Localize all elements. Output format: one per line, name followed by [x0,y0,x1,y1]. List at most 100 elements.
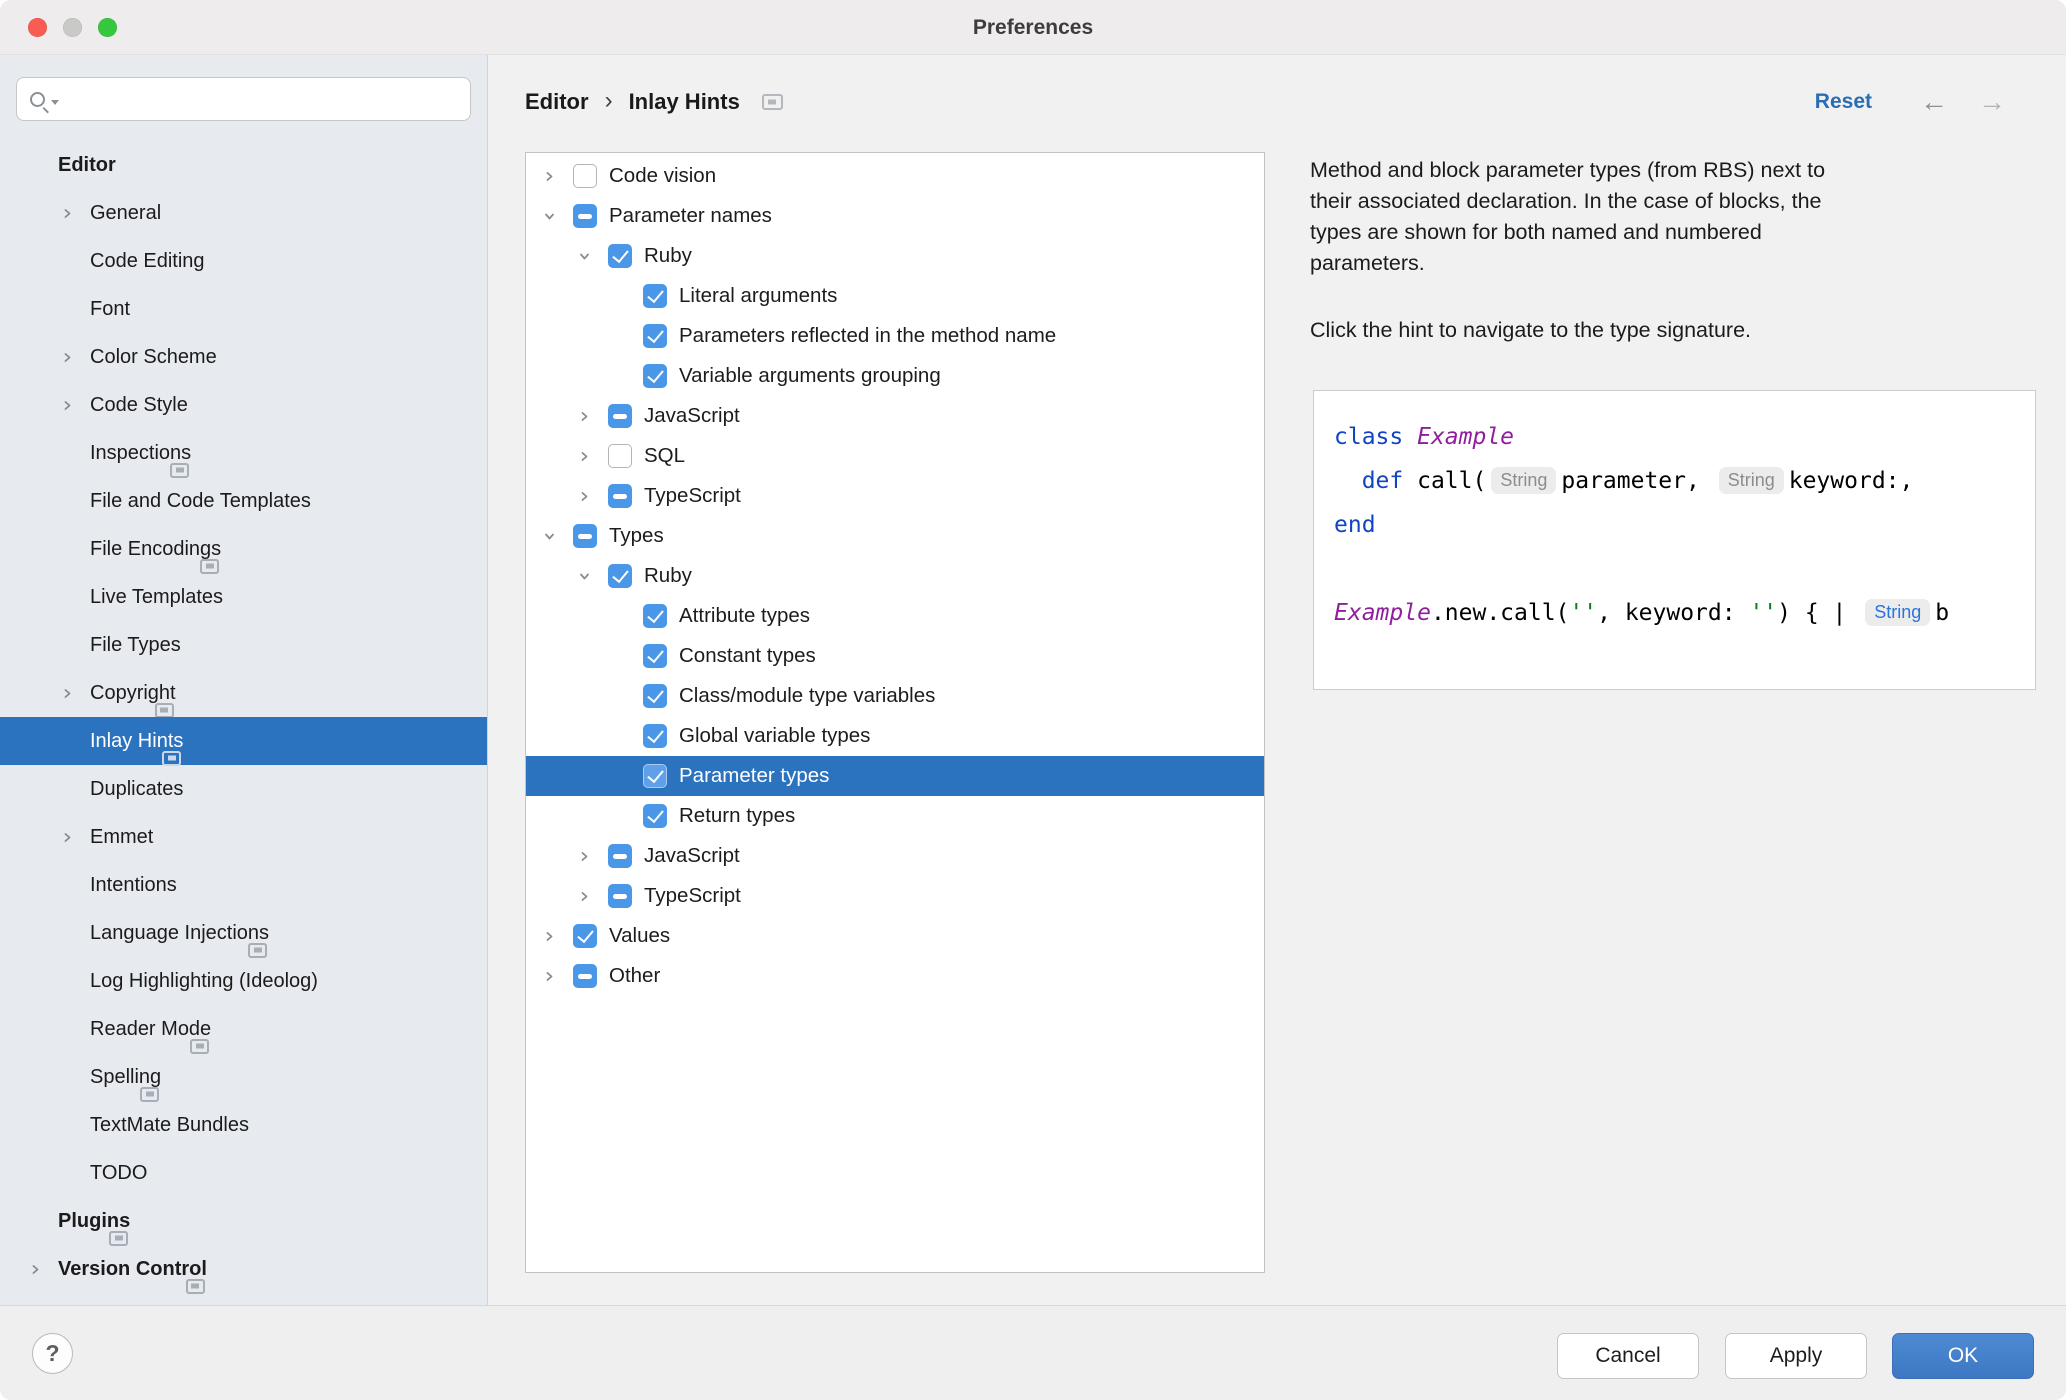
checkbox-partial[interactable] [608,884,632,908]
sidebar-item-code-editing[interactable]: Code Editing [0,237,487,285]
chevron-right-icon[interactable] [577,489,608,504]
checkbox-partial[interactable] [608,404,632,428]
tree-item-parameter-names[interactable]: Parameter names [526,196,1264,236]
tree-item-parameter-types[interactable]: Parameter types [526,756,1264,796]
tree-item-literal-arguments[interactable]: Literal arguments [526,276,1264,316]
sidebar-item-reader-mode[interactable]: Reader Mode [0,1005,487,1054]
sidebar-item-general[interactable]: General [0,189,487,237]
checkbox-checked[interactable] [643,764,667,788]
checkbox-checked[interactable] [643,324,667,348]
tree-item-typescript[interactable]: TypeScript [526,476,1264,516]
checkbox-checked[interactable] [573,924,597,948]
checkbox-unchecked[interactable] [608,444,632,468]
back-arrow-icon[interactable]: ← [1920,86,1948,117]
tree-item-constant-types[interactable]: Constant types [526,636,1264,676]
tree-item-sql[interactable]: SQL [526,436,1264,476]
help-label: ? [45,1340,60,1366]
inlay-hint-pill[interactable]: String [1718,467,1784,494]
breadcrumb-editor[interactable]: Editor [525,89,589,114]
sidebar-item-file-encodings[interactable]: File Encodings [0,525,487,574]
sidebar-item-font[interactable]: Font [0,285,487,333]
checkbox-partial[interactable] [608,844,632,868]
chevron-right-icon[interactable] [542,969,573,984]
tree-item-other[interactable]: Other [526,956,1264,996]
tree-item-javascript[interactable]: JavaScript [526,396,1264,436]
chevron-right-icon[interactable] [577,409,608,424]
sidebar-item-log-highlighting-ideolog[interactable]: Log Highlighting (Ideolog) [0,957,487,1005]
tree-item-parameters-reflected-in-the-method-name[interactable]: Parameters reflected in the method name [526,316,1264,356]
inlay-hint-pill[interactable]: String [1491,467,1557,494]
checkbox-checked[interactable] [608,244,632,268]
sidebar-item-textmate-bundles[interactable]: TextMate Bundles [0,1101,487,1149]
tree-item-class-module-type-variables[interactable]: Class/module type variables [526,676,1264,716]
chevron-right-icon[interactable] [542,929,573,944]
chevron-down-icon[interactable] [577,249,608,264]
tree-item-typescript[interactable]: TypeScript [526,876,1264,916]
sidebar-item-plugins[interactable]: Plugins [0,1197,487,1246]
chevron-down-icon[interactable] [542,529,573,544]
tree-item-types[interactable]: Types [526,516,1264,556]
tree-item-label: Other [609,964,661,987]
checkbox-partial[interactable] [573,524,597,548]
checkbox-checked[interactable] [643,644,667,668]
sidebar-item-color-scheme[interactable]: Color Scheme [0,333,487,381]
sidebar-item-emmet[interactable]: Emmet [0,813,487,861]
checkbox-checked[interactable] [643,804,667,828]
sidebar-item-inlay-hints[interactable]: Inlay Hints [0,717,487,766]
tree-item-values[interactable]: Values [526,916,1264,956]
tree-item-return-types[interactable]: Return types [526,796,1264,836]
forward-arrow-icon[interactable]: → [1978,86,2006,117]
chevron-right-icon[interactable] [542,169,573,184]
ok-button[interactable]: OK [1892,1333,2034,1379]
tree-item-ruby[interactable]: Ruby [526,236,1264,276]
search-options-caret-icon[interactable] [51,99,59,105]
checkbox-checked[interactable] [643,284,667,308]
tree-item-variable-arguments-grouping[interactable]: Variable arguments grouping [526,356,1264,396]
cancel-button[interactable]: Cancel [1557,1333,1699,1379]
sidebar-item-language-injections[interactable]: Language Injections [0,909,487,958]
tree-item-javascript[interactable]: JavaScript [526,836,1264,876]
checkbox-checked[interactable] [643,684,667,708]
sidebar-item-todo[interactable]: TODO [0,1149,487,1197]
checkbox-partial[interactable] [573,964,597,988]
checkbox-checked[interactable] [643,724,667,748]
code-token: '' [1749,600,1778,626]
search-box[interactable] [16,77,471,121]
code-token: call( [1417,468,1487,494]
tree-item-global-variable-types[interactable]: Global variable types [526,716,1264,756]
zoom-button[interactable] [98,18,117,37]
sidebar-item-code-style[interactable]: Code Style [0,381,487,429]
chevron-right-icon[interactable] [577,449,608,464]
sidebar-item-version-control[interactable]: Version Control [0,1245,487,1294]
sidebar-item-file-and-code-templates[interactable]: File and Code Templates [0,477,487,525]
checkbox-checked[interactable] [643,364,667,388]
sidebar-item-spelling[interactable]: Spelling [0,1053,487,1102]
minimize-button[interactable] [63,18,82,37]
chevron-right-icon[interactable] [577,889,608,904]
sidebar-item-copyright[interactable]: Copyright [0,669,487,718]
sidebar-item-file-types[interactable]: File Types [0,621,487,669]
search-input[interactable] [59,78,470,120]
checkbox-partial[interactable] [608,484,632,508]
sidebar-item-intentions[interactable]: Intentions [0,861,487,909]
checkbox-unchecked[interactable] [573,164,597,188]
reset-button[interactable]: Reset [1814,90,1872,113]
chevron-down-icon[interactable] [542,209,573,224]
sidebar-item-duplicates[interactable]: Duplicates [0,765,487,813]
chevron-down-icon[interactable] [577,569,608,584]
checkbox-checked[interactable] [643,604,667,628]
sidebar-item-live-templates[interactable]: Live Templates [0,573,487,621]
sidebar-item-editor[interactable]: Editor [0,141,487,189]
apply-button[interactable]: Apply [1725,1333,1867,1379]
tree-item-ruby[interactable]: Ruby [526,556,1264,596]
chevron-right-icon[interactable] [577,849,608,864]
checkbox-checked[interactable] [608,564,632,588]
close-button[interactable] [28,18,47,37]
sidebar-item-inspections[interactable]: Inspections [0,429,487,478]
checkbox-partial[interactable] [573,204,597,228]
tree-item-code-vision[interactable]: Code vision [526,156,1264,196]
help-button[interactable]: ? [32,1333,73,1374]
tree-item-attribute-types[interactable]: Attribute types [526,596,1264,636]
inlay-hint-pill[interactable]: String [1865,599,1931,626]
